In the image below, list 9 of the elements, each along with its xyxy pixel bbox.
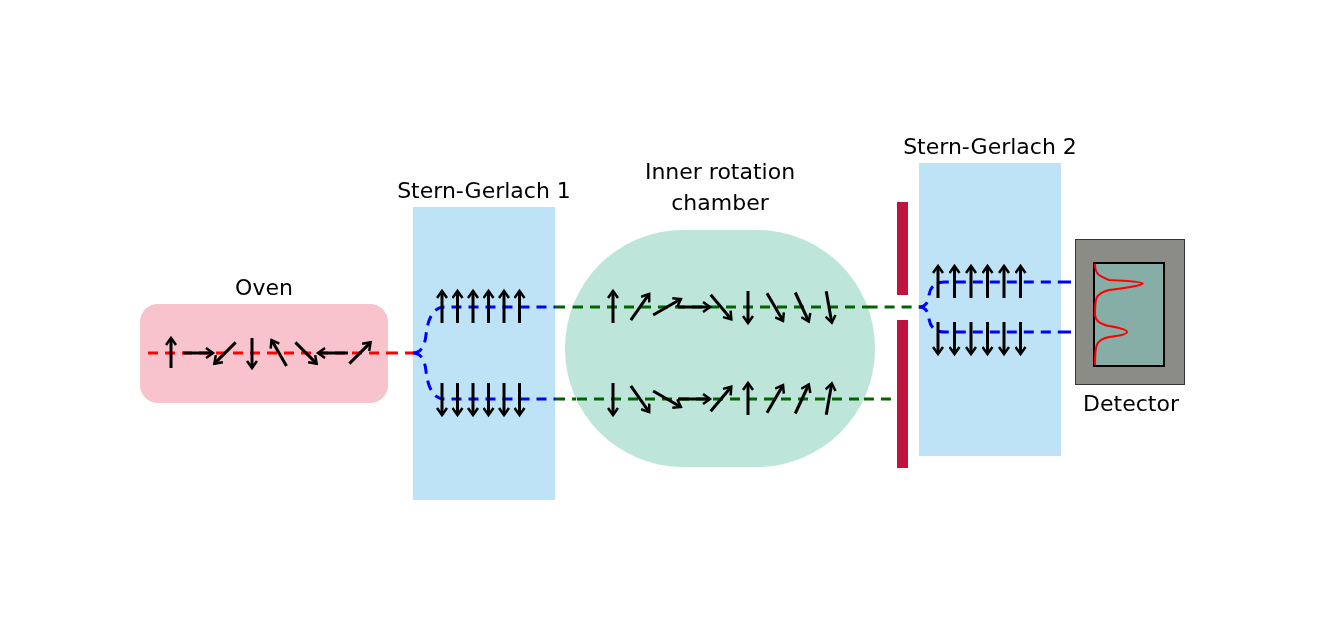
slit-barrier [897, 320, 908, 468]
oven-label: Oven [234, 274, 294, 302]
beam-line [388, 351, 413, 355]
beam-line [555, 397, 577, 401]
stern-gerlach-label: Stern-Gerlach 1 [396, 177, 572, 205]
stern-gerlach-label: Stern-Gerlach 2 [902, 133, 1078, 161]
slit-barrier [897, 202, 908, 295]
detector-label: Detector [1082, 390, 1180, 418]
chamber-label: Inner rotation chamber [643, 158, 797, 217]
